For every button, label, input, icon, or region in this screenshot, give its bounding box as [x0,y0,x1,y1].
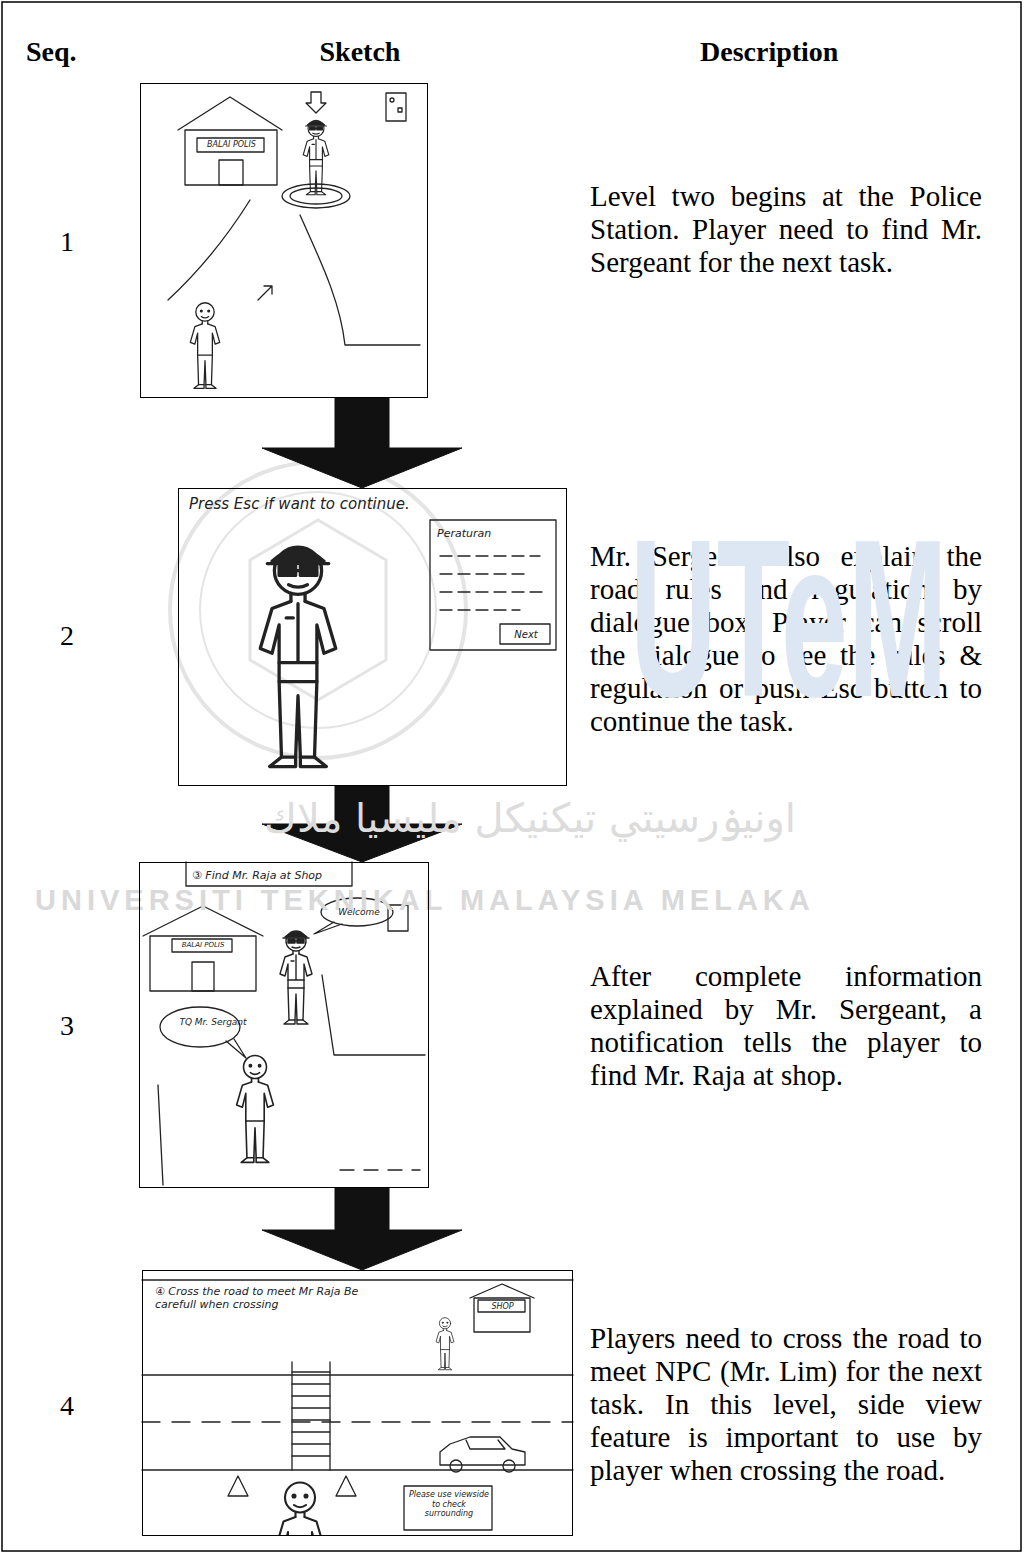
description-text: After complete information explained by … [590,960,982,1092]
sequence-number: 1 [60,226,74,258]
sergeant-figure [280,931,312,1024]
flow-arrow [262,1188,462,1270]
button-label: Next [501,629,551,641]
sergeant-figure [303,120,329,194]
sequence-number: 3 [60,1010,74,1042]
sequence-number: 2 [60,620,74,652]
column-header: Sketch [300,36,420,68]
speech-text: TQ Mr. Sergant [176,1017,250,1028]
sketch-police-station [168,92,420,388]
sketch-frame: Press Esc if want to continue. PeraturanN… [178,488,567,786]
watermark-logo: UTeM [630,505,948,730]
description-text: Level two begins at the Police Station. … [590,180,982,279]
notification-text: ③ Find Mr. Raja at Shop [192,869,397,882]
watermark-text: اونيۏرسيتي تيكنيكل مليسيا ملاك [110,795,950,841]
dialogue-title: Peraturan [437,527,547,540]
description-text: Players need to cross the road to meet N… [590,1322,982,1487]
sketch-frame: BALAI POLIS [140,83,428,398]
player-figure [237,1055,274,1162]
column-header: Description [700,36,838,68]
notification-text: ④ Cross the road to meet Mr Raja Be care… [155,1285,383,1311]
speech-text: Welcome [328,907,390,918]
watermark-text: UNIVERSITI TEKNIKAL MALAYSIA MELAKA [35,884,815,917]
sequence-number: 4 [60,1390,74,1422]
sketch-sergeant-dialogue [260,520,556,767]
player-figure [276,1483,324,1537]
sketch-frame: ④ Cross the road to meet Mr Raja Be care… [142,1270,573,1536]
raja-figure [436,1318,454,1370]
building-sign: BALAI POLIS [173,941,233,949]
sergeant-figure [260,547,336,766]
sketch-frame: ③ Find Mr. Raja at ShopBALAI POLIS Welcom… [139,862,429,1188]
sketch-road-crossing [142,1280,573,1553]
university-seal [170,462,466,758]
flow-arrow [262,398,462,488]
hint-text: Press Esc if want to continue. [189,495,459,513]
note-text: Please use viewside to check surrounding [407,1490,491,1519]
player-figure [190,303,219,389]
column-header: Seq. [26,36,77,68]
building-sign: BALAI POLIS [198,140,265,150]
building-sign: SHOP [479,1302,526,1312]
